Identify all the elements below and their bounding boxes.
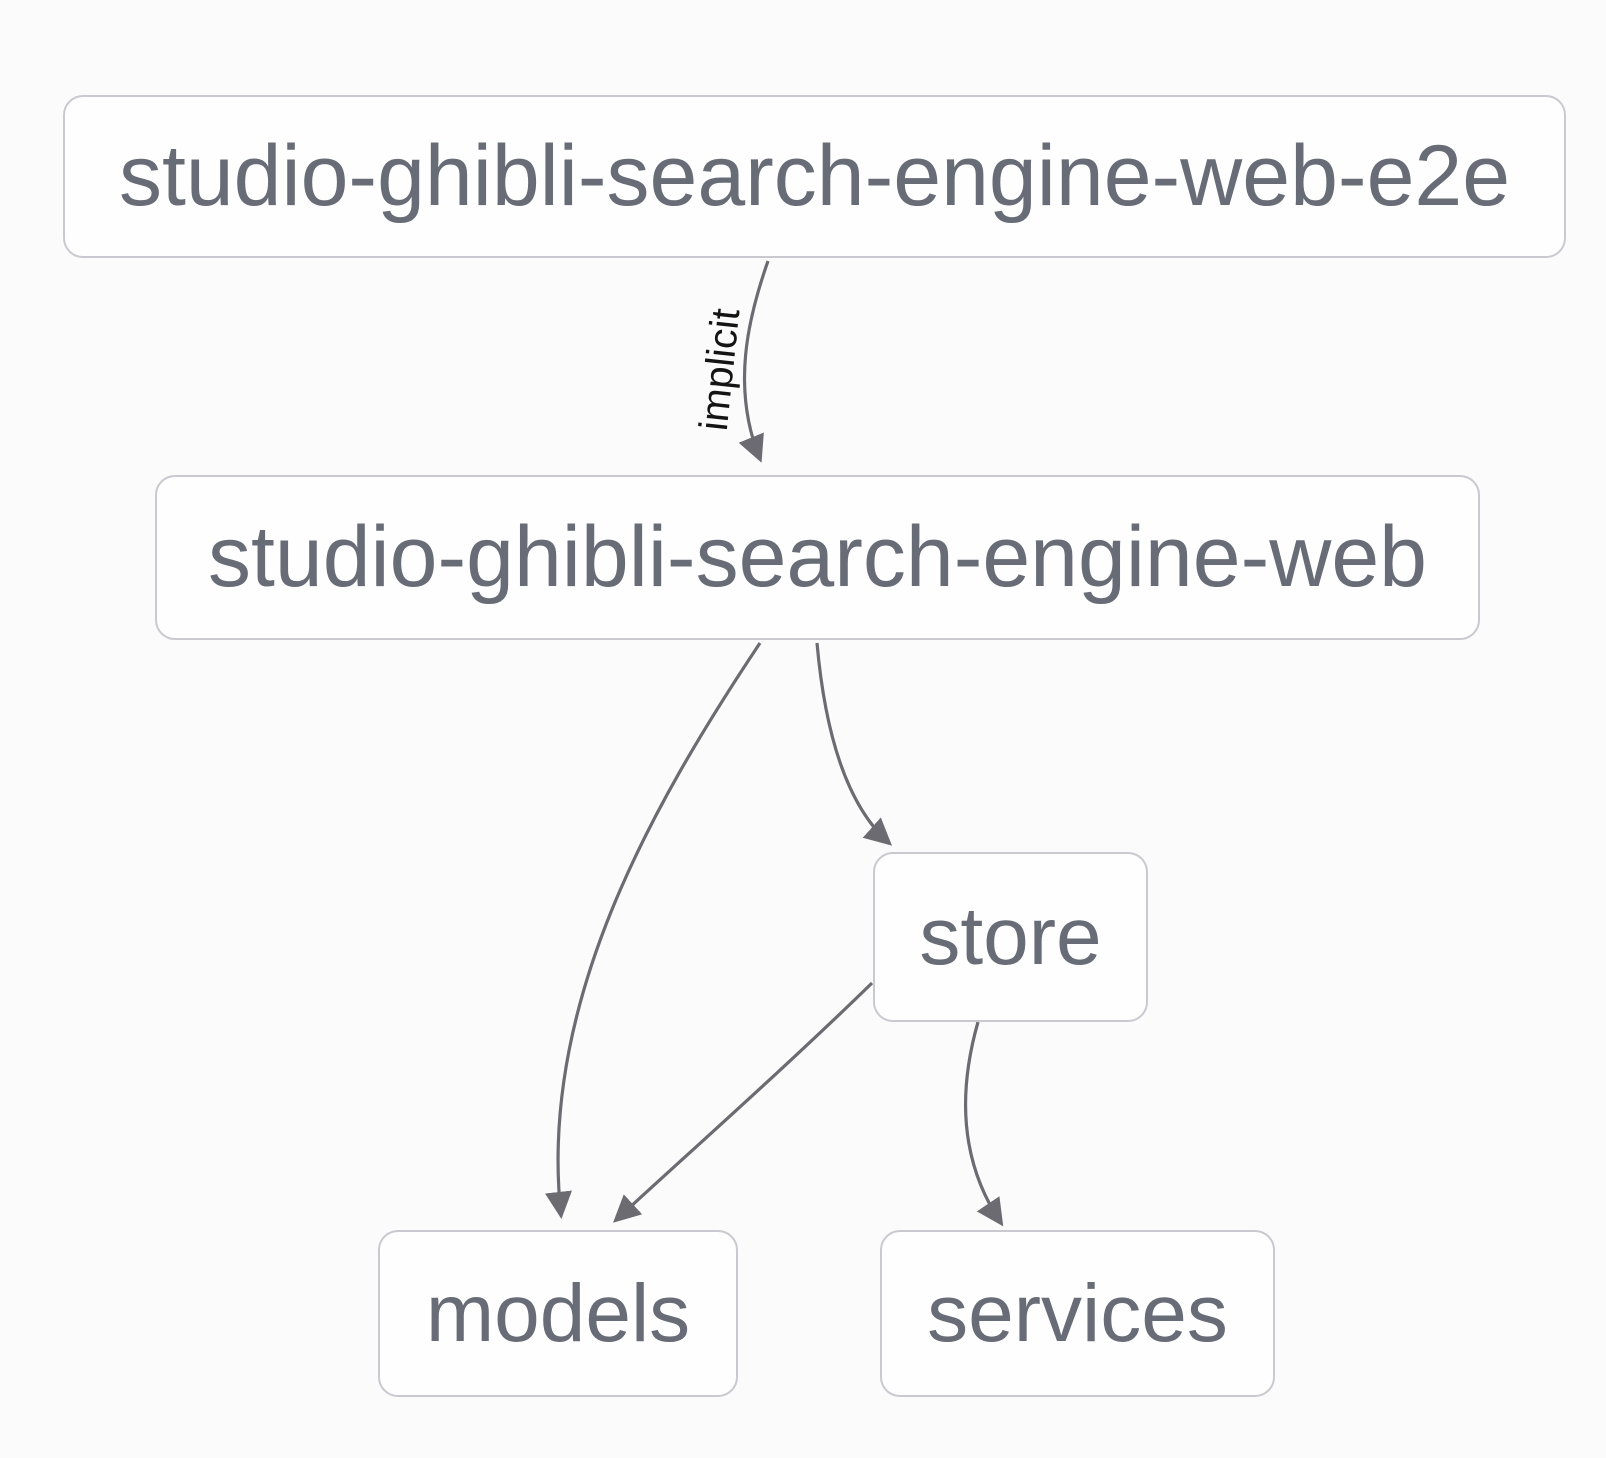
node-store[interactable]: store: [873, 852, 1148, 1022]
edge-store-to-services: [964, 1021, 1004, 1227]
node-models[interactable]: models: [378, 1230, 738, 1397]
edge-web-to-models: [544, 642, 762, 1220]
node-studio-ghibli-search-engine-web-e2e[interactable]: studio-ghibli-search-engine-web-e2e: [63, 95, 1566, 258]
node-services[interactable]: services: [880, 1230, 1275, 1397]
node-label: studio-ghibli-search-engine-web: [208, 509, 1427, 605]
node-label: models: [425, 1267, 691, 1359]
node-studio-ghibli-search-engine-web[interactable]: studio-ghibli-search-engine-web: [155, 475, 1480, 640]
edge-web-to-store: [815, 642, 893, 846]
edge-store-to-models: [612, 981, 874, 1223]
edge-e2e-to-web: [738, 260, 770, 463]
node-label: studio-ghibli-search-engine-web-e2e: [118, 128, 1511, 224]
node-label: store: [919, 891, 1102, 982]
edge-label-implicit: implicit: [692, 307, 749, 433]
node-label: services: [927, 1267, 1228, 1359]
